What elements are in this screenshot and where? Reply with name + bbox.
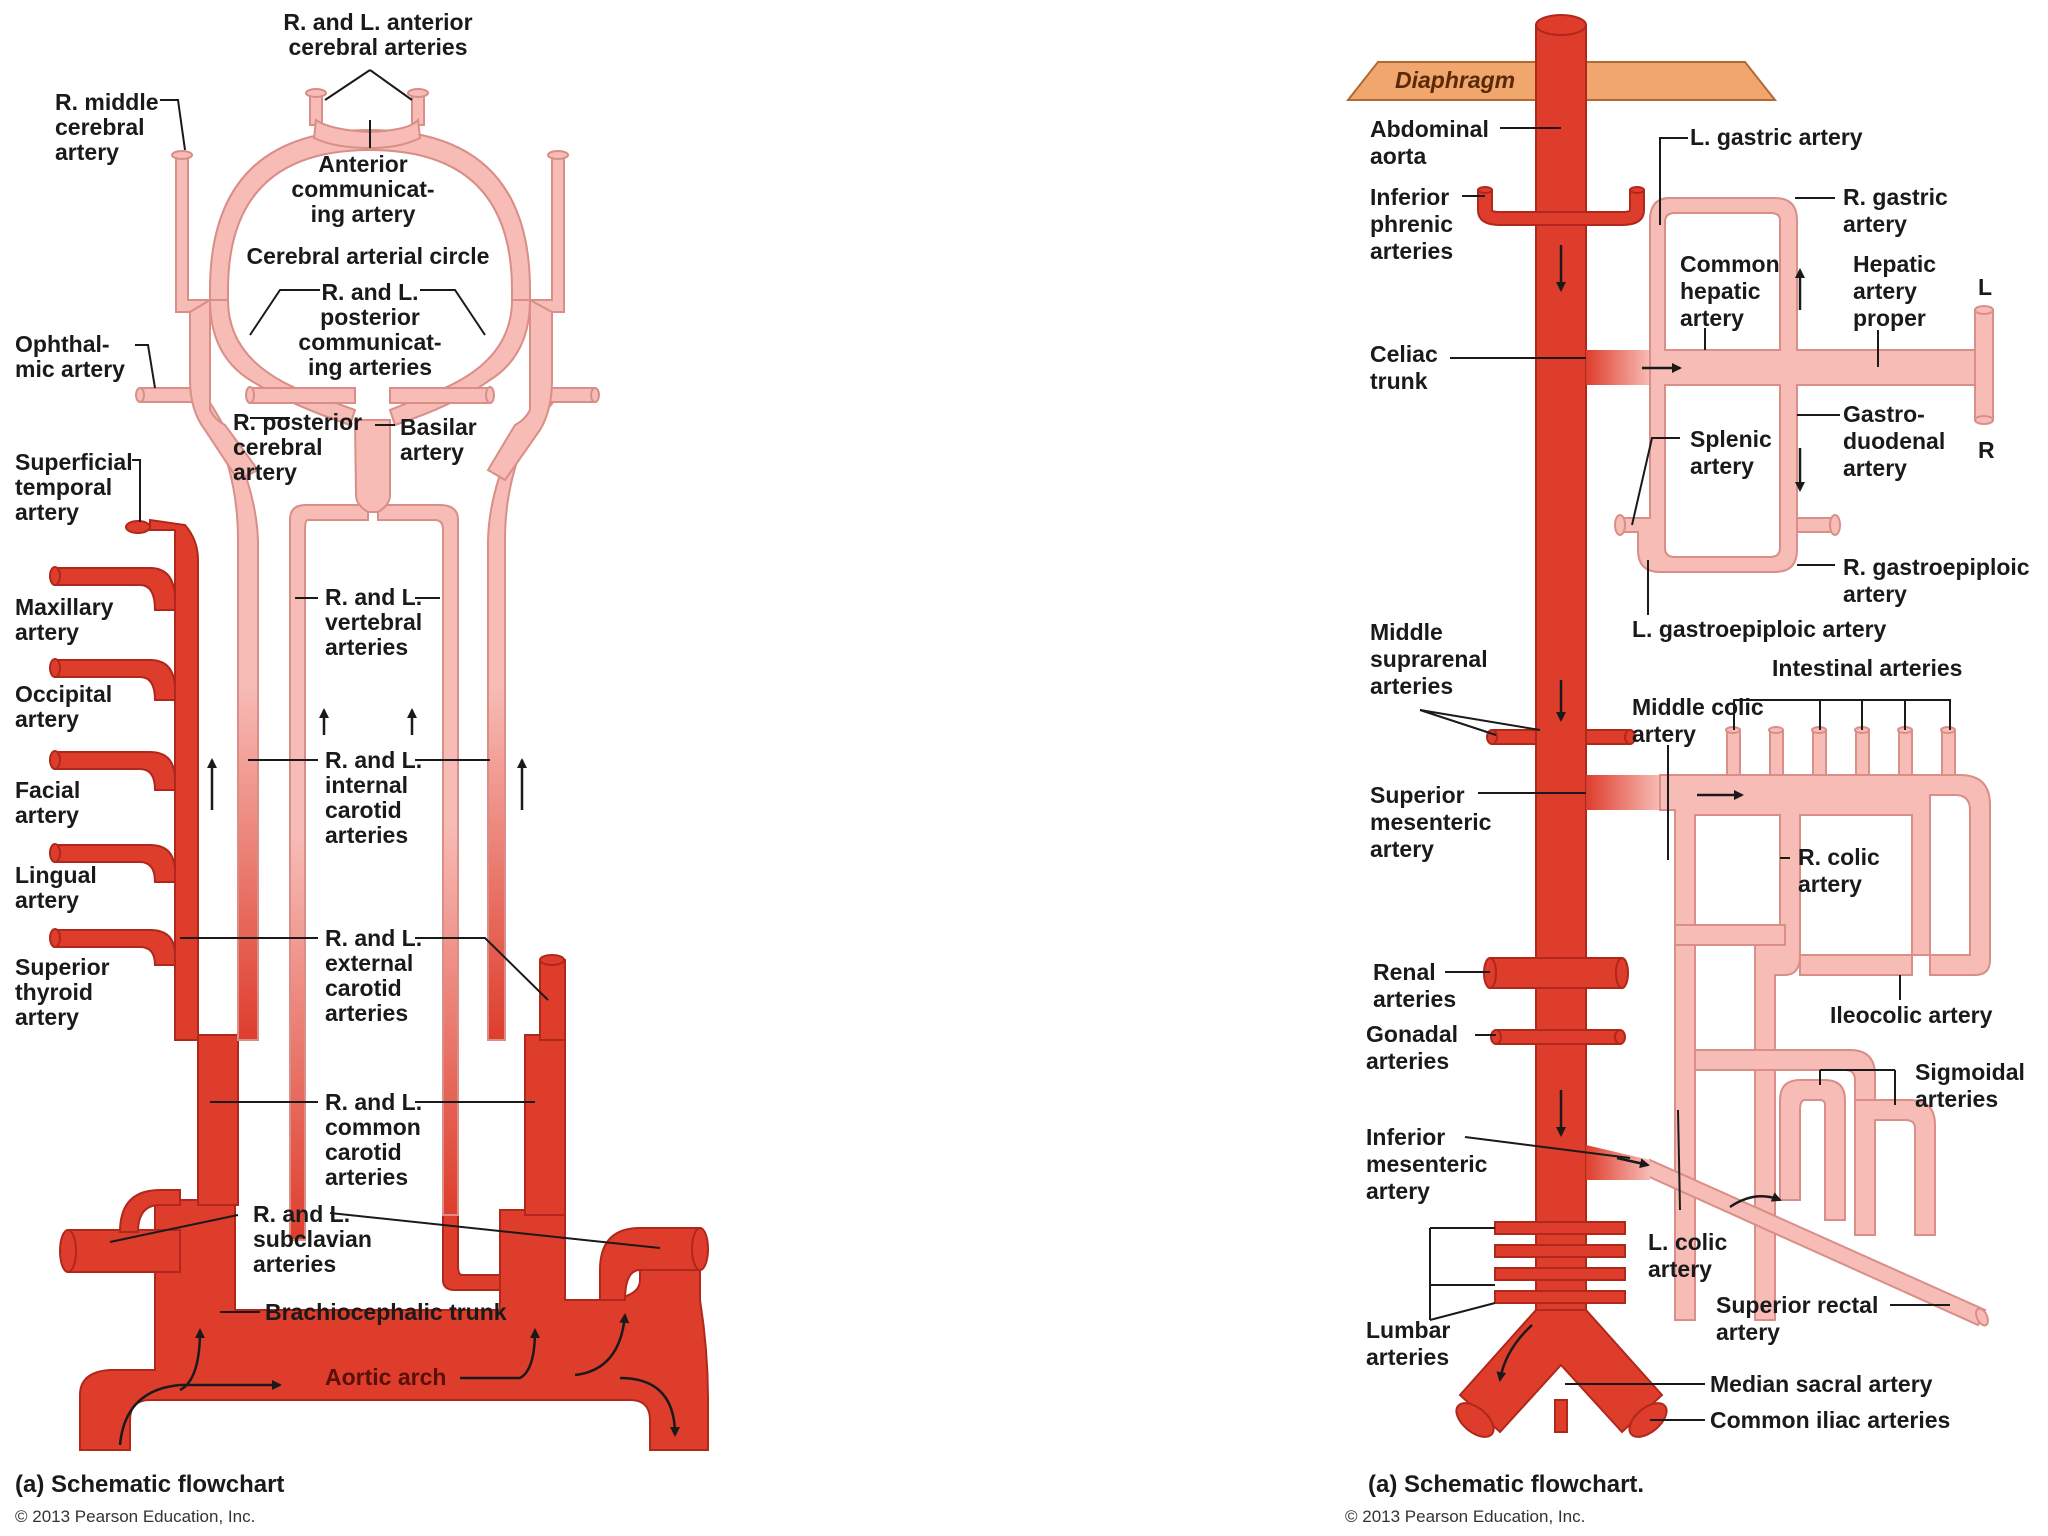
left-common-carotid — [524, 1034, 566, 1216]
left-caption: (a) Schematic flowchart — [15, 1471, 284, 1498]
label-ophthalmic: Ophthal-mic artery — [15, 331, 125, 382]
abdominal-diagram: Diaphragm — [1345, 14, 2030, 1526]
label-diaphragm: Diaphragm — [1395, 67, 1515, 93]
left-copyright: © 2013 Pearson Education, Inc. — [15, 1507, 255, 1526]
celiac-trunk — [1586, 350, 1650, 385]
cerebral-arterial-circle — [135, 88, 600, 482]
label-l-marker: L — [1978, 274, 1992, 300]
common-iliac-arteries — [1458, 1309, 1664, 1434]
celiac-branches — [1614, 197, 1994, 573]
right-subclavian-artery — [67, 1229, 181, 1273]
basilar-artery — [353, 419, 391, 513]
median-sacral-artery — [1554, 1399, 1568, 1433]
right-caption: (a) Schematic flowchart. — [1368, 1471, 1644, 1498]
renal-arteries — [1489, 957, 1623, 989]
aortic-arch — [79, 1199, 709, 1451]
label-common-iliac: Common iliac arteries — [1710, 1407, 1950, 1433]
left-external-carotid — [539, 959, 566, 1041]
label-brachiocephalic: Brachiocephalic trunk — [265, 1299, 507, 1325]
label-cerebral-arterial-circle: Cerebral arterial circle — [247, 243, 490, 269]
left-internal-carotid — [487, 393, 557, 1041]
label-median-sacral: Median sacral artery — [1710, 1371, 1933, 1397]
mesenteric-branches — [1643, 726, 1991, 1327]
right-internal-carotid — [188, 393, 259, 1041]
label-aortic-arch: Aortic arch — [325, 1364, 446, 1390]
label-l-gastric: L. gastric artery — [1690, 124, 1863, 150]
external-carotid-branches — [49, 566, 176, 966]
lumbar-arteries — [1494, 1221, 1626, 1304]
superior-mesenteric — [1586, 775, 1660, 810]
right-copyright: © 2013 Pearson Education, Inc. — [1345, 1507, 1585, 1526]
label-r-marker: R — [1978, 437, 1995, 463]
right-external-carotid — [149, 518, 199, 1041]
right-common-carotid — [197, 1034, 239, 1206]
label-l-gastroepiploic: L. gastroepiploic artery — [1632, 616, 1887, 642]
label-intestinal: Intestinal arteries — [1772, 655, 1962, 681]
gonadal-arteries — [1495, 1029, 1621, 1045]
label-ileocolic: Ileocolic artery — [1830, 1002, 1993, 1028]
right-vertebral-artery — [289, 504, 369, 1241]
